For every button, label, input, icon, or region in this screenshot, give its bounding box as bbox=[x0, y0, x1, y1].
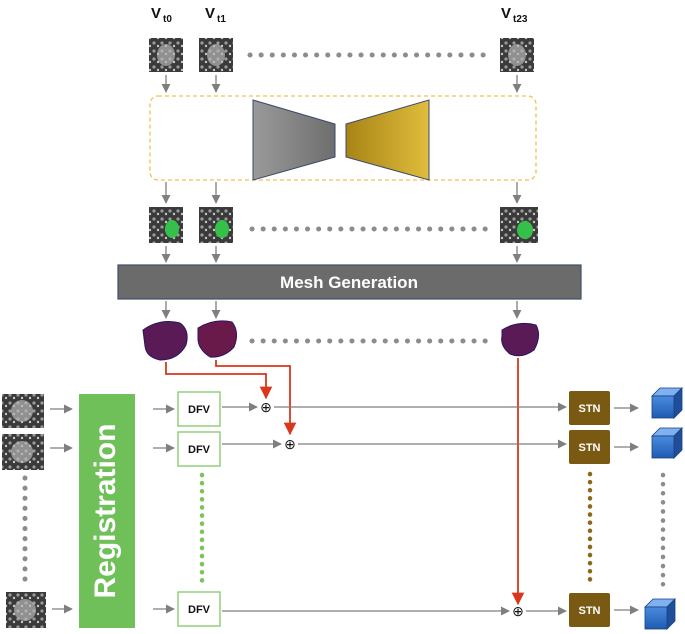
mri-slice-icon bbox=[2, 394, 44, 428]
mri-slice-icon bbox=[199, 38, 233, 72]
encoder-block bbox=[252, 99, 336, 181]
mri-slice-icon bbox=[2, 434, 44, 470]
segmented-slice-icon bbox=[149, 207, 183, 243]
mri-slice-icon bbox=[6, 592, 46, 628]
svg-text:t0: t0 bbox=[163, 14, 172, 25]
cube-icon bbox=[651, 427, 683, 459]
registration-block bbox=[79, 394, 135, 628]
frame-label-t1: V t1 bbox=[205, 5, 226, 25]
stn-box: STN bbox=[569, 430, 610, 464]
svg-text:STN: STN bbox=[579, 605, 601, 617]
mri-slice-icon bbox=[149, 38, 183, 72]
red-arrow-t1 bbox=[215, 360, 297, 436]
heart-mesh-icon bbox=[142, 321, 188, 361]
svg-text:STN: STN bbox=[579, 403, 601, 415]
svg-text:t1: t1 bbox=[217, 14, 226, 25]
svg-text:DFV: DFV bbox=[188, 604, 211, 616]
svg-text:STN: STN bbox=[579, 442, 601, 454]
network-box bbox=[149, 95, 537, 181]
dfv-box: DFV bbox=[177, 431, 221, 467]
svg-text:V: V bbox=[205, 5, 215, 22]
heart-mesh-icon bbox=[197, 320, 238, 358]
svg-text:V: V bbox=[501, 5, 511, 22]
svg-text:DFV: DFV bbox=[188, 404, 211, 416]
dfv-box: DFV bbox=[177, 391, 221, 427]
mesh-generation-label: Mesh Generation bbox=[280, 273, 418, 292]
svg-text:t23: t23 bbox=[513, 14, 528, 25]
red-arrow-t0 bbox=[165, 362, 273, 400]
mri-slice-icon bbox=[500, 38, 534, 72]
svg-text:V: V bbox=[151, 5, 161, 22]
segmented-slice-icon bbox=[199, 207, 233, 243]
stn-box: STN bbox=[569, 391, 610, 425]
dfv-box: DFV bbox=[177, 591, 221, 627]
svg-text:DFV: DFV bbox=[188, 444, 211, 456]
frame-label-t23: V t23 bbox=[501, 5, 528, 25]
heart-mesh-icon bbox=[501, 322, 540, 357]
decoder-block bbox=[345, 99, 430, 181]
add-operator: ⊕ bbox=[284, 436, 296, 452]
stn-box: STN bbox=[569, 593, 610, 627]
registration-label: Registration bbox=[89, 423, 122, 598]
add-operator: ⊕ bbox=[260, 399, 272, 415]
frame-label-t0: V t0 bbox=[151, 5, 172, 25]
mesh-generation-block bbox=[117, 264, 582, 300]
cube-icon bbox=[644, 598, 676, 630]
segmented-slice-icon bbox=[500, 207, 538, 243]
add-operator: ⊕ bbox=[512, 603, 524, 619]
cube-icon bbox=[651, 387, 683, 419]
